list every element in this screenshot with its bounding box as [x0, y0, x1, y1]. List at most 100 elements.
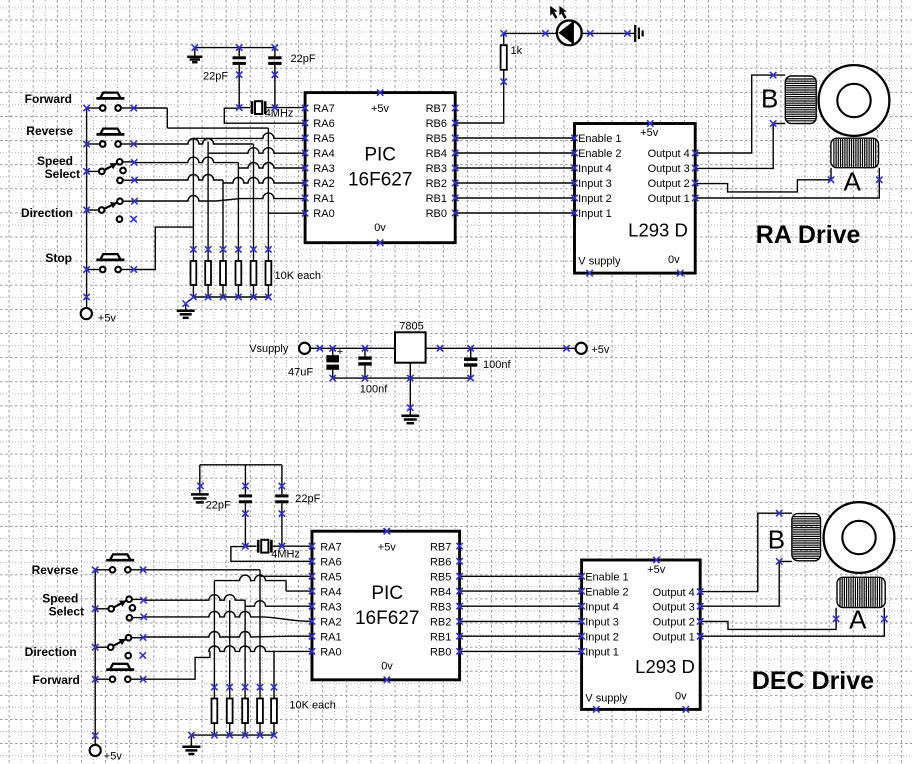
svg-text:Output 2: Output 2 [648, 178, 690, 190]
svg-text:RA3: RA3 [313, 163, 334, 175]
svg-text:16F627: 16F627 [348, 169, 412, 190]
svg-text:22pF: 22pF [295, 493, 320, 505]
svg-text:RB6: RB6 [430, 557, 451, 569]
svg-text:22pF: 22pF [203, 70, 228, 82]
svg-text:RA2: RA2 [313, 178, 334, 190]
svg-text:RB4: RB4 [430, 586, 451, 598]
svg-text:RA5: RA5 [313, 133, 334, 145]
svg-text:Forward: Forward [25, 92, 72, 106]
svg-text:+5v: +5v [98, 313, 117, 325]
svg-text:RA4: RA4 [320, 586, 341, 598]
svg-text:Speed: Speed [42, 592, 78, 606]
svg-text:+5v: +5v [591, 344, 610, 356]
svg-text:Input 3: Input 3 [585, 617, 619, 629]
svg-text:Forward: Forward [33, 673, 80, 687]
svg-text:+5v: +5v [640, 127, 659, 139]
svg-text:RA7: RA7 [320, 541, 341, 553]
svg-text:PIC: PIC [371, 583, 403, 604]
svg-text:RB5: RB5 [430, 572, 451, 584]
svg-text:RB1: RB1 [430, 631, 451, 643]
svg-text:47uF: 47uF [288, 366, 313, 378]
svg-text:0v: 0v [374, 222, 386, 234]
svg-text:1k: 1k [511, 45, 523, 57]
svg-text:RA3: RA3 [320, 601, 341, 613]
svg-text:22pF: 22pF [291, 53, 316, 65]
svg-text:Reverse: Reverse [26, 124, 73, 138]
svg-text:V supply: V supply [578, 256, 621, 268]
svg-text:RB2: RB2 [430, 617, 451, 629]
svg-text:RB0: RB0 [430, 647, 451, 659]
svg-text:10K each: 10K each [289, 699, 335, 711]
svg-text:V supply: V supply [585, 692, 628, 704]
svg-text:B: B [761, 83, 778, 113]
svg-text:+5v: +5v [378, 542, 397, 554]
svg-text:RA6: RA6 [320, 557, 341, 569]
svg-text:RB3: RB3 [426, 163, 447, 175]
svg-text:Output 2: Output 2 [653, 617, 695, 629]
svg-text:Direction: Direction [21, 206, 73, 220]
svg-text:Output 3: Output 3 [653, 601, 695, 613]
svg-text:RB5: RB5 [426, 133, 447, 145]
svg-text:PIC: PIC [364, 145, 396, 166]
svg-text:Output 1: Output 1 [648, 193, 690, 205]
svg-text:RA Drive: RA Drive [756, 221, 861, 249]
svg-text:RA0: RA0 [313, 208, 334, 220]
svg-text:Enable 2: Enable 2 [578, 148, 621, 160]
svg-text:4MHz: 4MHz [265, 108, 294, 120]
svg-text:Stop: Stop [45, 251, 72, 265]
svg-text:Direction: Direction [25, 645, 77, 659]
svg-text:RA4: RA4 [313, 148, 334, 160]
svg-text:B: B [768, 525, 785, 555]
svg-text:+5v: +5v [371, 103, 390, 115]
svg-text:RA0: RA0 [320, 647, 341, 659]
svg-text:100nf: 100nf [360, 384, 388, 396]
svg-text:Output 3: Output 3 [648, 163, 690, 175]
svg-text:Enable 1: Enable 1 [578, 133, 621, 145]
svg-text:10K each: 10K each [275, 270, 321, 282]
svg-text:RA1: RA1 [320, 631, 341, 643]
svg-text:Input 3: Input 3 [578, 178, 612, 190]
svg-text:16F627: 16F627 [355, 608, 419, 629]
svg-text:Input 4: Input 4 [578, 163, 612, 175]
svg-text:RB3: RB3 [430, 601, 451, 613]
svg-text:Reverse: Reverse [32, 563, 79, 577]
svg-text:7805: 7805 [399, 321, 423, 333]
svg-text:RB7: RB7 [426, 103, 447, 115]
svg-text:Enable 2: Enable 2 [585, 586, 628, 598]
svg-text:+: + [337, 346, 343, 358]
svg-text:+5v: +5v [647, 564, 666, 576]
svg-text:RA5: RA5 [320, 572, 341, 584]
svg-text:Vsupply: Vsupply [249, 343, 289, 355]
svg-text:Output 1: Output 1 [653, 631, 695, 643]
svg-text:100nf: 100nf [483, 359, 511, 371]
svg-text:Enable 1: Enable 1 [585, 572, 628, 584]
svg-text:RB7: RB7 [430, 541, 451, 553]
svg-text:A: A [844, 167, 862, 197]
svg-text:RB1: RB1 [426, 193, 447, 205]
svg-text:DEC Drive: DEC Drive [752, 667, 874, 695]
svg-text:L293 D: L293 D [635, 656, 695, 677]
svg-text:RA7: RA7 [313, 103, 334, 115]
svg-text:Input 1: Input 1 [578, 208, 612, 220]
svg-text:A: A [849, 605, 867, 635]
svg-text:Output 4: Output 4 [653, 587, 695, 599]
svg-text:RB4: RB4 [426, 148, 447, 160]
svg-text:0v: 0v [381, 660, 393, 672]
svg-text:Select: Select [49, 605, 84, 619]
svg-text:Input 1: Input 1 [585, 647, 619, 659]
svg-text:Input 4: Input 4 [585, 601, 619, 613]
svg-text:RA2: RA2 [320, 617, 341, 629]
svg-text:22pF: 22pF [206, 500, 231, 512]
svg-text:RB2: RB2 [426, 178, 447, 190]
svg-text:Output 4: Output 4 [648, 148, 690, 160]
svg-text:L293 D: L293 D [628, 219, 688, 240]
svg-text:RB6: RB6 [426, 118, 447, 130]
svg-text:+5v: +5v [104, 751, 123, 763]
svg-text:RA6: RA6 [313, 118, 334, 130]
svg-text:Input 2: Input 2 [578, 193, 612, 205]
svg-text:0v: 0v [675, 691, 687, 703]
svg-text:Speed: Speed [37, 154, 73, 168]
svg-text:RB0: RB0 [426, 208, 447, 220]
svg-text:0v: 0v [668, 254, 680, 266]
svg-text:Select: Select [45, 167, 80, 181]
